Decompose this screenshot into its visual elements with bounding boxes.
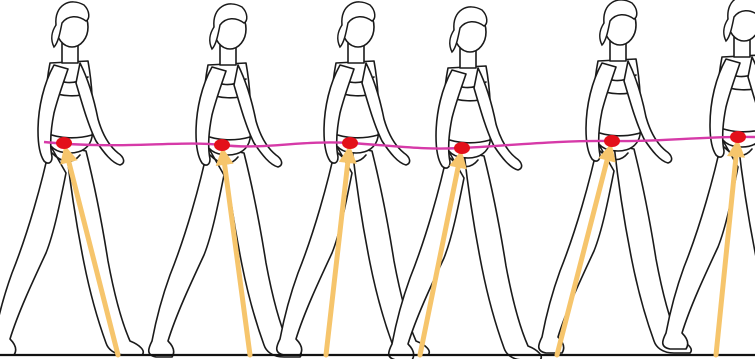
figure-5: [539, 0, 692, 353]
figure-6: [663, 0, 755, 349]
center-of-mass-marker-2: [214, 139, 230, 151]
figure-4: [389, 7, 542, 359]
center-of-mass-marker-5: [604, 135, 620, 147]
center-of-mass-marker-6: [730, 131, 746, 143]
center-of-mass-marker-1: [56, 137, 72, 149]
center-of-mass-marker-4: [454, 142, 470, 154]
center-of-mass-marker-3: [342, 137, 358, 149]
